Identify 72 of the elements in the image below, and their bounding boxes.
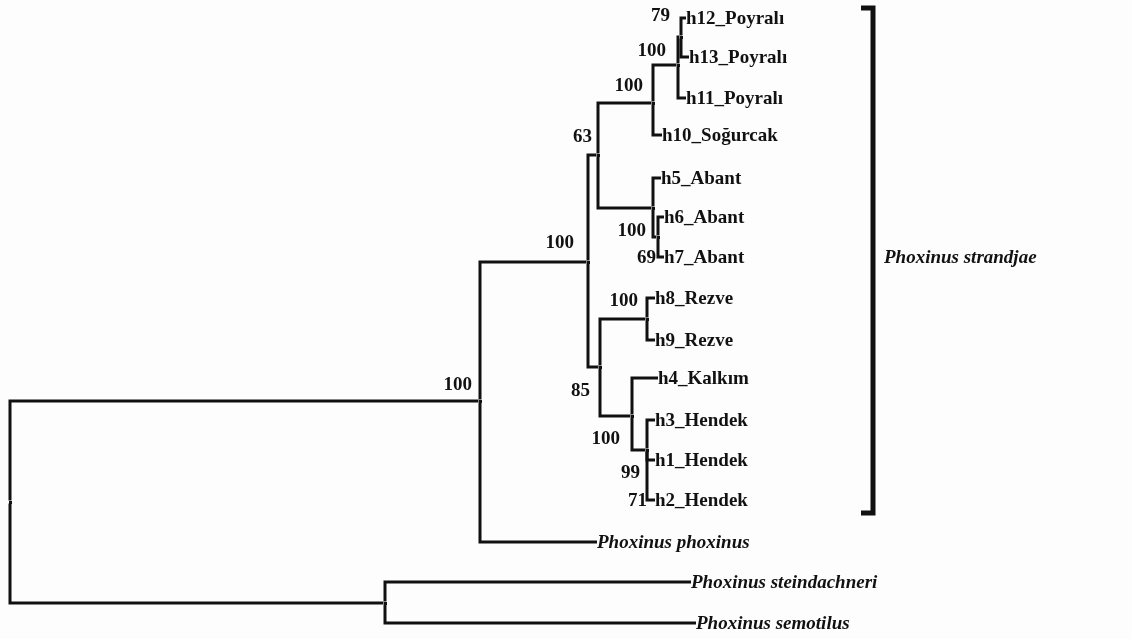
tree-branch [630, 417, 646, 452]
branch-node [645, 317, 649, 321]
taxon-label: Phoxinus steindachneri [691, 571, 878, 593]
branch-node [656, 235, 660, 239]
tree-branch [676, 66, 686, 100]
tree-branch [651, 104, 662, 137]
bootstrap-value: 100 [609, 290, 638, 310]
bootstrap-value: 100 [443, 374, 472, 394]
taxon-label: Phoxinus phoxinus [597, 531, 750, 553]
bootstrap-value: 99 [621, 462, 640, 482]
bootstrap-value: 100 [617, 220, 646, 240]
tree-branch [651, 176, 661, 207]
bootstrap-value: 100 [614, 75, 643, 95]
branch-node [478, 399, 482, 403]
bootstrap-value: 85 [571, 380, 590, 400]
taxon-label: h3_Hendek [655, 409, 748, 431]
tree-branch [383, 580, 691, 602]
tree-branch [596, 101, 652, 154]
tree-branch [651, 209, 657, 239]
clade-label: Phoxinus strandjae [884, 246, 1037, 268]
tree-branch [645, 418, 655, 449]
tree-branch [645, 451, 655, 502]
branch-node [598, 365, 602, 369]
branch-node [596, 153, 600, 157]
taxon-label: h12_Poyralı [686, 7, 785, 29]
tree-branch [656, 215, 664, 236]
bootstrap-value: 63 [573, 126, 592, 146]
tree-branch [645, 320, 655, 342]
tree-branch [383, 604, 696, 625]
bootstrap-value: 79 [651, 5, 670, 25]
tree-branch [679, 16, 686, 36]
taxon-label: h4_Kalkım [658, 367, 749, 389]
taxon-label: h11_Poyralı [686, 87, 784, 109]
branch-node [8, 500, 12, 504]
branch-node [586, 260, 590, 264]
bootstrap-value: 71 [628, 490, 647, 510]
tree-branch [586, 153, 597, 261]
tree-branch [645, 296, 655, 318]
tree-branch [596, 156, 652, 210]
tree-branch [478, 260, 587, 400]
branch-node [651, 101, 655, 105]
bootstrap-value: 100 [591, 428, 620, 448]
branch-node [383, 601, 387, 605]
taxon-label: h7_Abant [664, 246, 745, 268]
bootstrap-value: 69 [637, 247, 656, 267]
tree-branch [598, 317, 646, 366]
branch-node [679, 35, 683, 39]
tree-branch [478, 402, 597, 544]
tree-branch [8, 399, 479, 501]
tree-branch [676, 35, 681, 64]
bootstrap-value: 100 [545, 232, 574, 252]
taxon-label: h2_Hendek [655, 489, 748, 511]
tree-branch [8, 503, 384, 605]
taxon-label: h1_Hendek [655, 449, 748, 471]
tree-branch [656, 238, 664, 259]
taxon-label: h6_Abant [664, 206, 745, 228]
tree-branch [630, 376, 658, 415]
branch-node [630, 414, 634, 418]
taxon-label: h5_Abant [661, 167, 742, 189]
branch-node [645, 448, 649, 452]
tree-branch [598, 368, 631, 418]
tree-branch [586, 263, 599, 369]
branch-node [676, 63, 680, 67]
branch-node [651, 206, 655, 210]
tree-branch [651, 63, 677, 102]
taxon-label: h8_Rezve [655, 287, 734, 309]
taxon-label: h13_Poyralı [689, 46, 788, 68]
bootstrap-value: 100 [637, 40, 666, 60]
taxon-label: h10_Soğurcak [662, 124, 778, 146]
taxon-label: h9_Rezve [655, 329, 734, 351]
taxon-label: Phoxinus semotilus [696, 612, 850, 634]
tree-branch [679, 38, 689, 59]
